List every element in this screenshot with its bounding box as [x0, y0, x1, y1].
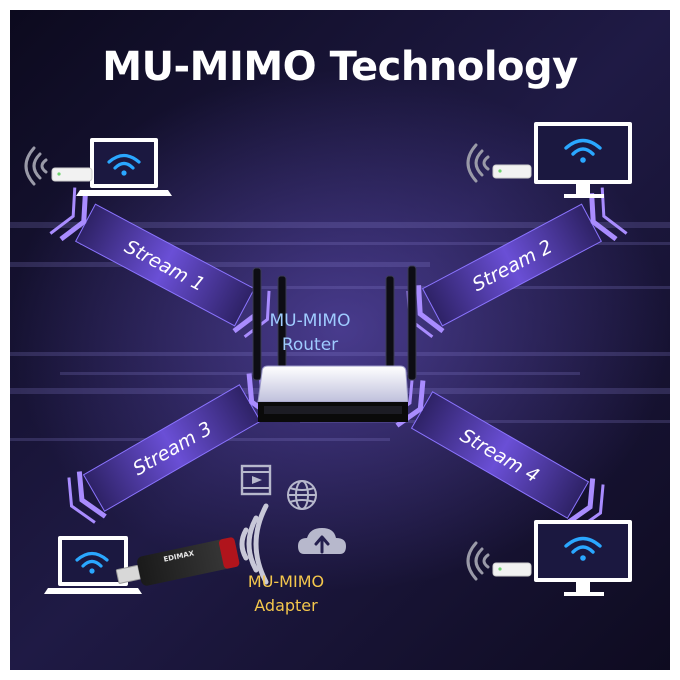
page-title: MU-MIMO Technology: [102, 44, 578, 90]
router: [252, 265, 417, 422]
wifi-icon: [75, 551, 109, 574]
router-label-line-2: Router: [281, 335, 339, 355]
router-antenna: [252, 267, 262, 381]
router-label: MU-MIMO Router: [240, 309, 380, 357]
usb-dongle: [492, 164, 532, 179]
stream-1-beam: Stream 1: [49, 187, 271, 338]
signal-waves-icon: [239, 503, 269, 585]
signal-waves-icon: [466, 541, 490, 581]
adapter-label: MU-MIMO Adapter: [216, 570, 356, 618]
wifi-icon: [564, 138, 602, 163]
monitor-top-right: [466, 122, 632, 198]
cloud-upload-icon: [298, 528, 346, 554]
mu-mimo-adapter: EDIMAX: [115, 537, 240, 586]
usb-dongle: [51, 167, 93, 182]
laptop-bottom-left: [44, 536, 142, 594]
router-label-line-1: MU-MIMO: [269, 311, 351, 331]
globe-icon: [287, 480, 317, 510]
adapter-label-line-1: MU-MIMO: [247, 572, 325, 591]
wifi-icon: [107, 153, 141, 176]
adapter-label-line-2: Adapter: [254, 596, 318, 615]
wifi-icon: [564, 536, 602, 561]
signal-waves-icon: [466, 143, 490, 183]
laptop-top-left: [24, 138, 172, 196]
monitor-bottom-right: [466, 520, 632, 596]
signal-waves-icon: [24, 146, 48, 186]
video-file-icon: [240, 464, 272, 496]
stream-3-beam: Stream 3: [67, 367, 287, 524]
router-antenna: [385, 275, 395, 381]
usb-dongle: [492, 562, 532, 577]
router-antenna: [407, 265, 417, 381]
